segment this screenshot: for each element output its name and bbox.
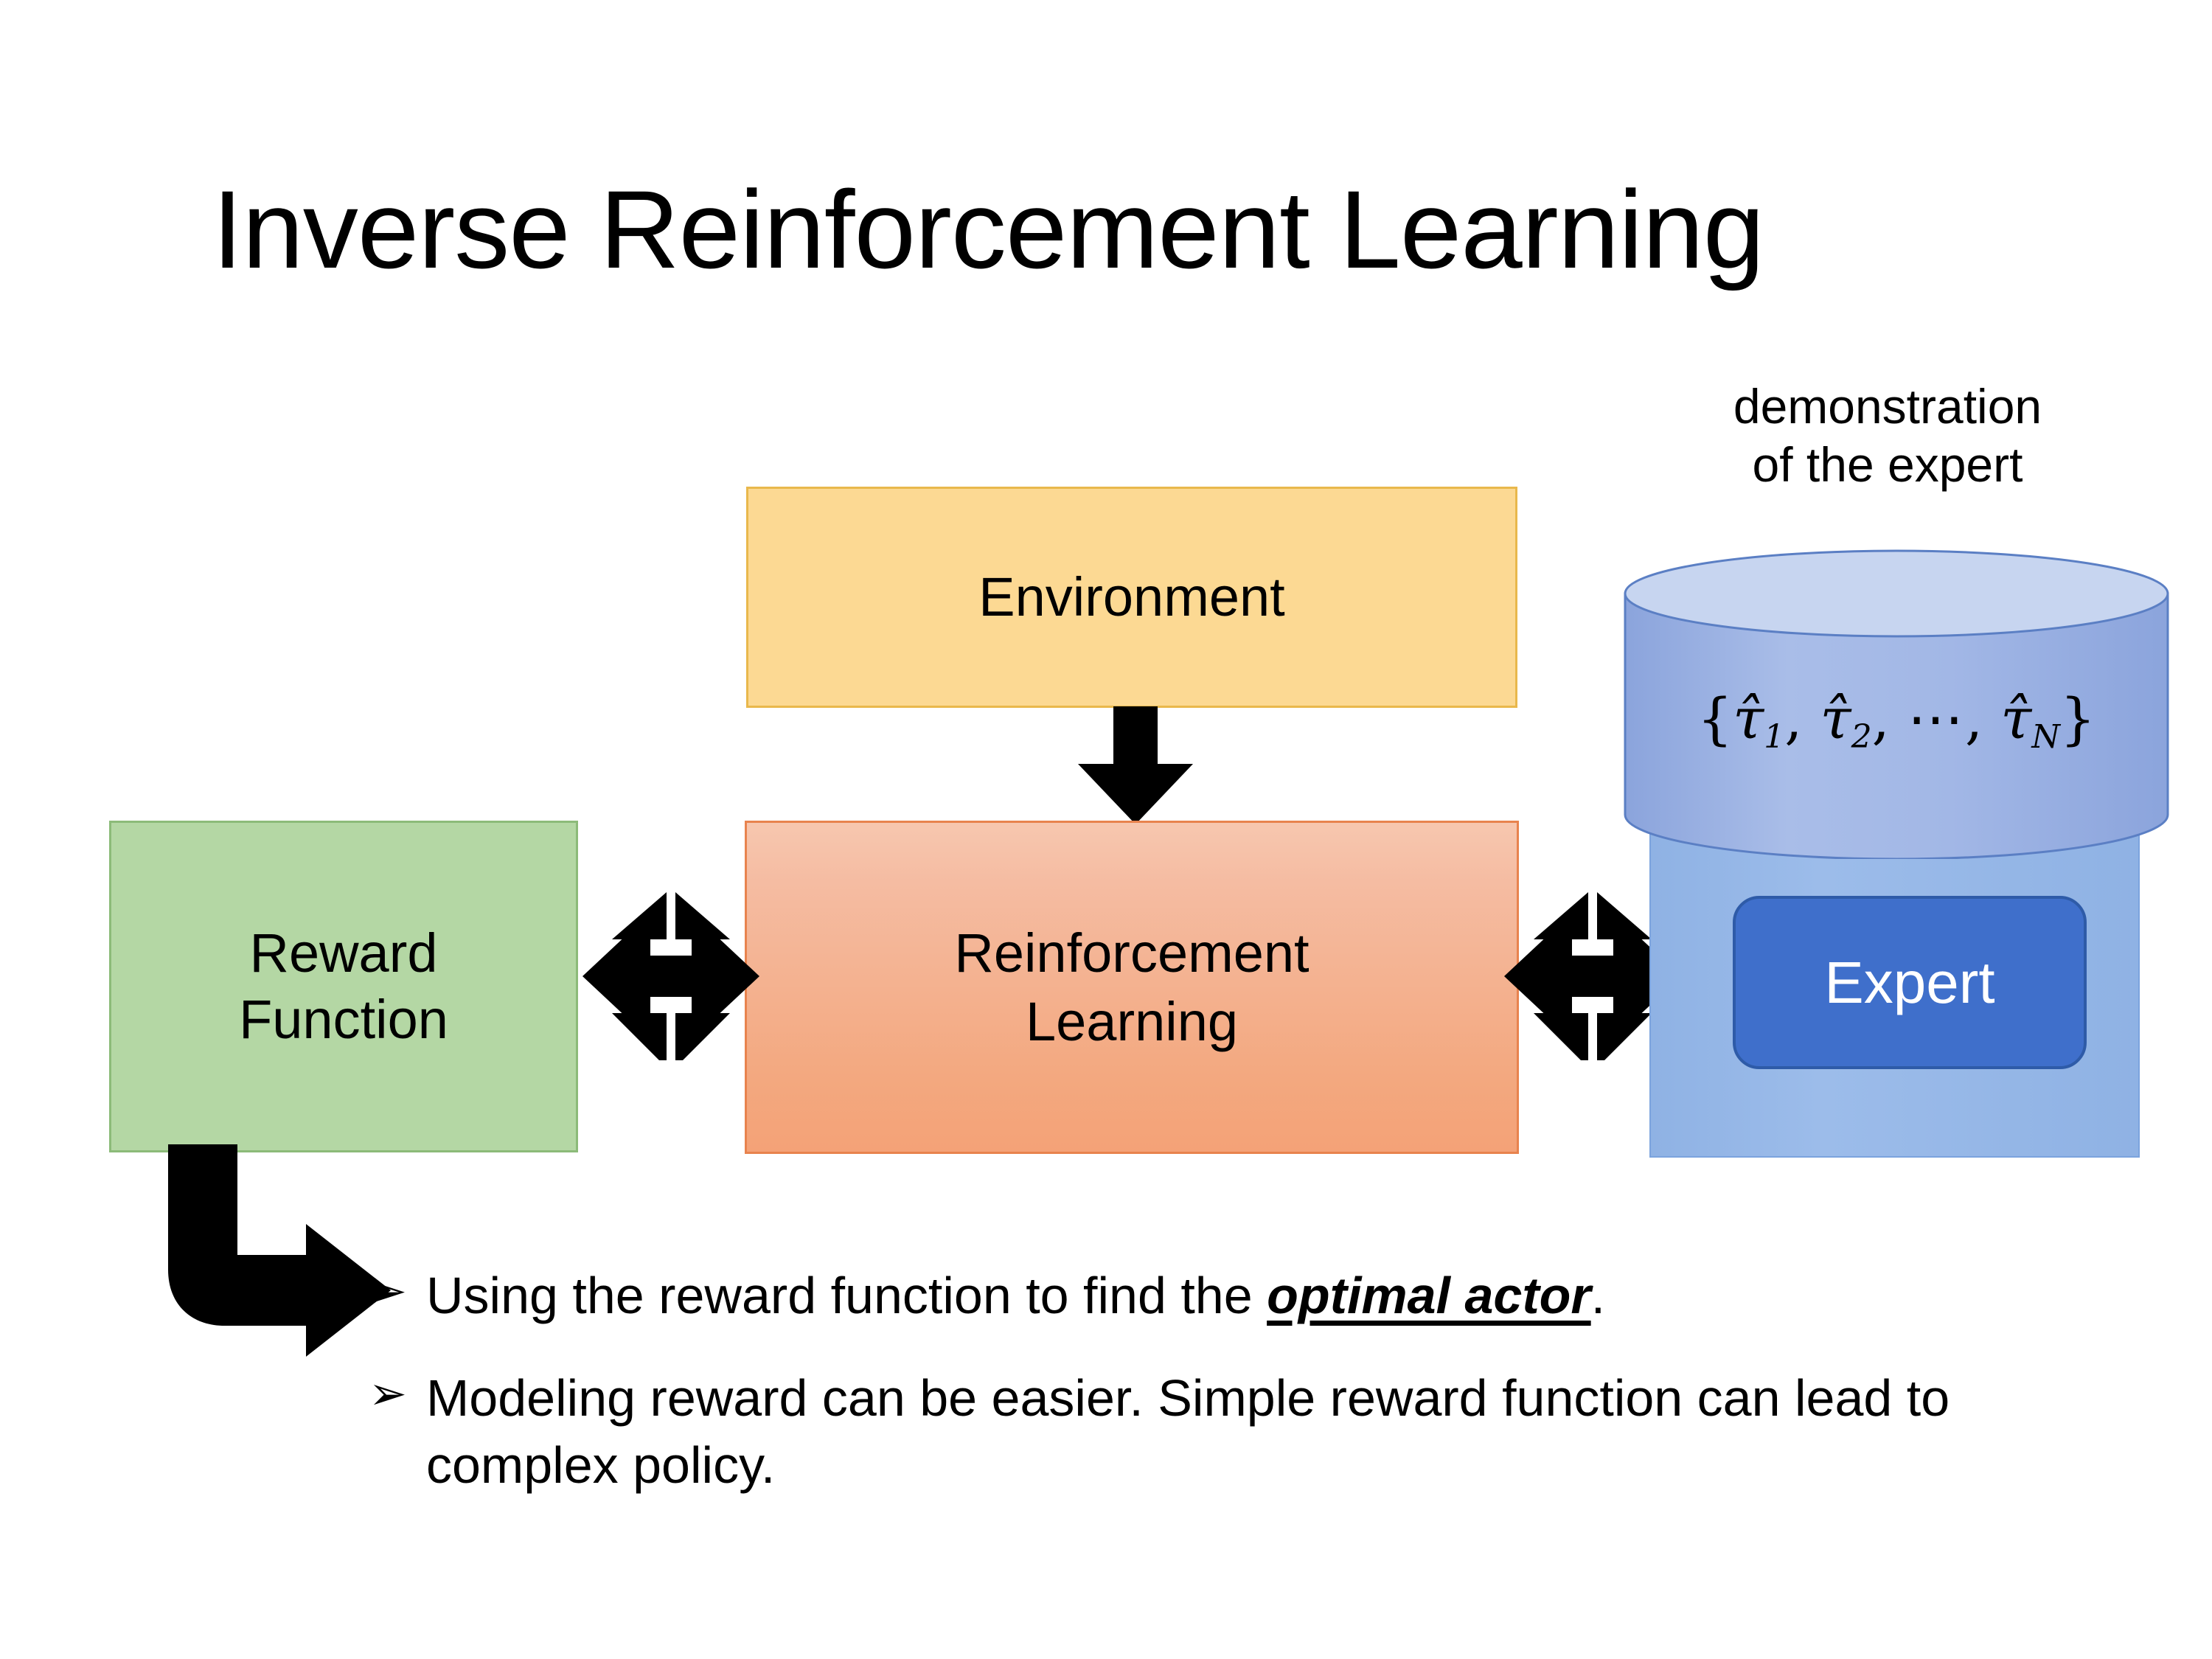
- dataset-cylinder-icon: [1624, 549, 2169, 859]
- reward-function-label-line2: Function: [239, 989, 448, 1050]
- demonstration-caption-line1: demonstration: [1733, 379, 2042, 434]
- bullet-1-text-before: Using the reward function to find the: [426, 1267, 1267, 1324]
- formula-sub-n: N: [2031, 718, 2060, 757]
- formula-sub-1: 1: [1764, 718, 1785, 757]
- formula-sub-2: 2: [1851, 718, 1872, 757]
- bullet-2-text-before: Modeling reward can be easier. Simple re…: [426, 1369, 1950, 1494]
- demonstration-caption-line2: of the expert: [1752, 437, 2023, 493]
- formula-sep-3: ,: [1964, 686, 2001, 751]
- bent-arrow-icon: [168, 1144, 391, 1357]
- reinforcement-learning-box: Reinforcement Learning: [745, 821, 1519, 1154]
- bullet-marker-icon: ➢: [369, 1368, 407, 1419]
- list-item: ➢ Modeling reward can be easier. Simple …: [369, 1365, 2065, 1499]
- formula-tau-n: τ̂: [2000, 686, 2032, 751]
- reinforcement-learning-label-line2: Learning: [1025, 991, 1238, 1052]
- quad-arrow-icon-left: [582, 892, 759, 1060]
- quad-arrow-icon-right: [1504, 892, 1681, 1060]
- formula-open-brace: {: [1697, 686, 1733, 751]
- environment-label: Environment: [978, 566, 1285, 627]
- list-item: ➢ Using the reward function to find the …: [369, 1262, 2065, 1329]
- formula-close-brace: }: [2059, 686, 2096, 751]
- bullet-1-text-after: .: [1590, 1267, 1606, 1324]
- bullet-text: Modeling reward can be easier. Simple re…: [426, 1365, 2065, 1499]
- bullet-text: Using the reward function to find the op…: [426, 1262, 2065, 1329]
- formula-sep-1: ,: [1784, 686, 1820, 751]
- bullet-list: ➢ Using the reward function to find the …: [369, 1262, 2065, 1534]
- bullet-1-emphasis: optimal actor: [1267, 1267, 1591, 1324]
- expert-label: Expert: [1824, 949, 1995, 1015]
- formula-tau-2: τ̂: [1820, 686, 1851, 751]
- expert-box: Expert: [1733, 896, 2087, 1069]
- environment-box: Environment: [746, 487, 1517, 708]
- demonstration-caption: demonstration of the expert: [1630, 378, 2146, 494]
- down-arrow-icon: [1078, 706, 1193, 824]
- formula-tau-1: τ̂: [1733, 686, 1764, 751]
- reward-function-label-line1: Reward: [249, 922, 438, 984]
- formula-ellipsis: ⋯: [1907, 686, 1965, 751]
- page-title: Inverse Reinforcement Learning: [212, 167, 1765, 291]
- formula-sep-2: ,: [1871, 686, 1907, 751]
- reward-function-box: Reward Function: [109, 821, 578, 1152]
- bullet-marker-icon: ➢: [369, 1266, 407, 1317]
- reinforcement-learning-label-line1: Reinforcement: [954, 922, 1310, 984]
- demonstration-dataset-formula: {τ̂1, τ̂2, ⋯, τ̂N}: [1624, 686, 2169, 756]
